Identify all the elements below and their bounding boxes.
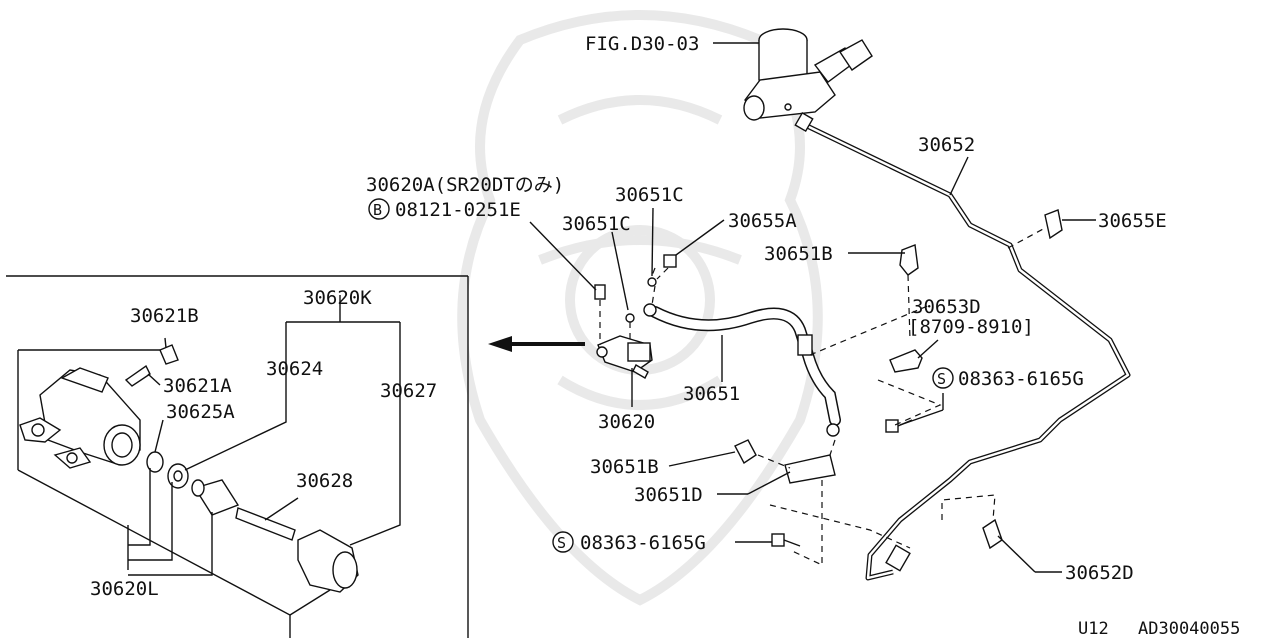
clip-30651B-top — [899, 244, 919, 276]
inset-cylinder-body — [19, 367, 141, 469]
operating-cylinder — [594, 254, 677, 379]
label-30651C-a: 30651C — [615, 184, 684, 206]
label-30655A: 30655A — [728, 210, 797, 232]
label-30652D: 30652D — [1065, 562, 1134, 584]
label-30627: 30627 — [380, 380, 437, 402]
label-30625A: 30625A — [166, 401, 235, 423]
label-30621A: 30621A — [163, 375, 232, 397]
label-30620: 30620 — [598, 411, 655, 433]
label-30620K: 30620K — [303, 287, 372, 309]
master-cylinder — [713, 28, 873, 121]
label-08363-right-prefix: S — [937, 370, 946, 388]
bracket-30651D — [784, 454, 836, 484]
bolt-left — [771, 533, 801, 547]
label-30621B: 30621B — [130, 305, 199, 327]
label-08363-left-prefix: S — [557, 534, 566, 552]
inset-bleeder — [124, 344, 179, 387]
label-30624: 30624 — [266, 358, 323, 380]
hose-30651 — [643, 303, 841, 437]
footer-image-id: AD30040055 — [1138, 619, 1240, 638]
label-30653D: 30653D — [912, 296, 981, 318]
label-30653D-range: [8709-8910] — [908, 316, 1034, 338]
label-30655E: 30655E — [1098, 210, 1167, 232]
label-08121-prefix: B — [373, 201, 382, 219]
clip-30655E — [1044, 209, 1063, 240]
label-08363-right: 08363-6165G — [958, 368, 1084, 390]
clip-30651B-bot — [734, 439, 757, 465]
label-30651D: 30651D — [634, 484, 703, 506]
label-30620L: 30620L — [90, 578, 159, 600]
bracket-30653D — [889, 349, 923, 373]
clip-30652D — [982, 518, 1003, 550]
inset-pushrod — [235, 507, 359, 593]
pipe-30652 — [794, 111, 1131, 581]
label-08363-left: 08363-6165G — [580, 532, 706, 554]
bolt-prefix-circle — [368, 198, 390, 220]
screw-prefix-circle-left — [552, 531, 574, 553]
inset-piston — [191, 479, 240, 516]
label-30651B-bot: 30651B — [590, 456, 659, 478]
screw-prefix-circle-right — [932, 367, 954, 389]
footer-code: U12 — [1078, 619, 1109, 638]
label-30651C-b: 30651C — [562, 213, 631, 235]
label-08121: 08121-0251E — [395, 199, 521, 221]
label-30652: 30652 — [918, 134, 975, 156]
direction-arrow — [488, 336, 585, 352]
label-30628: 30628 — [296, 470, 353, 492]
inset-panel — [6, 275, 469, 638]
label-30651: 30651 — [683, 383, 740, 405]
label-30651B-top: 30651B — [764, 243, 833, 265]
inset-seal — [146, 451, 189, 489]
label-30620A: 30620A(SR20DTのみ) — [366, 174, 564, 196]
label-fig-ref: FIG.D30-03 — [585, 33, 699, 55]
